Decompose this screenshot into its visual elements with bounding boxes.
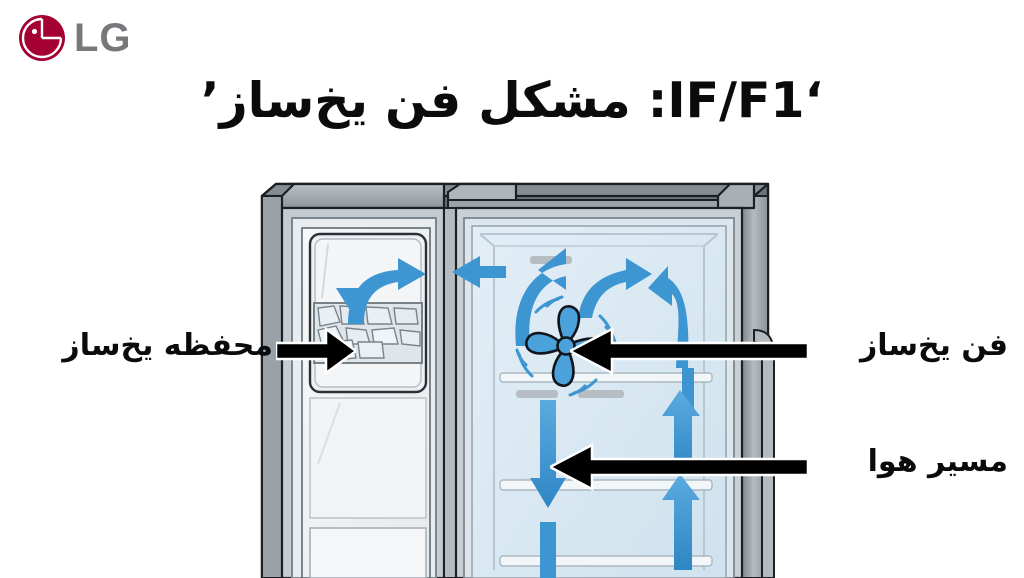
airflow-arrows	[336, 248, 700, 578]
label-ice-fan: فن یخ‌ساز	[859, 328, 1008, 363]
pointer-arrow-left-fan-icon	[567, 326, 810, 376]
refrigerator-diagram	[248, 178, 788, 578]
pointer-arrow-right-icon	[274, 326, 359, 376]
lg-circle-face-icon	[18, 14, 66, 62]
page-title: ‘IF/F1: مشکل فن یخ‌ساز’	[200, 72, 824, 129]
pointer-arrow-left-airpath-icon	[547, 442, 810, 492]
label-air-path: مسیر هوا	[867, 444, 1008, 479]
lg-wordmark: LG	[74, 16, 132, 60]
label-ice-compartment: محفظه یخ‌ساز	[62, 328, 273, 363]
lg-logo: LG	[18, 12, 158, 66]
